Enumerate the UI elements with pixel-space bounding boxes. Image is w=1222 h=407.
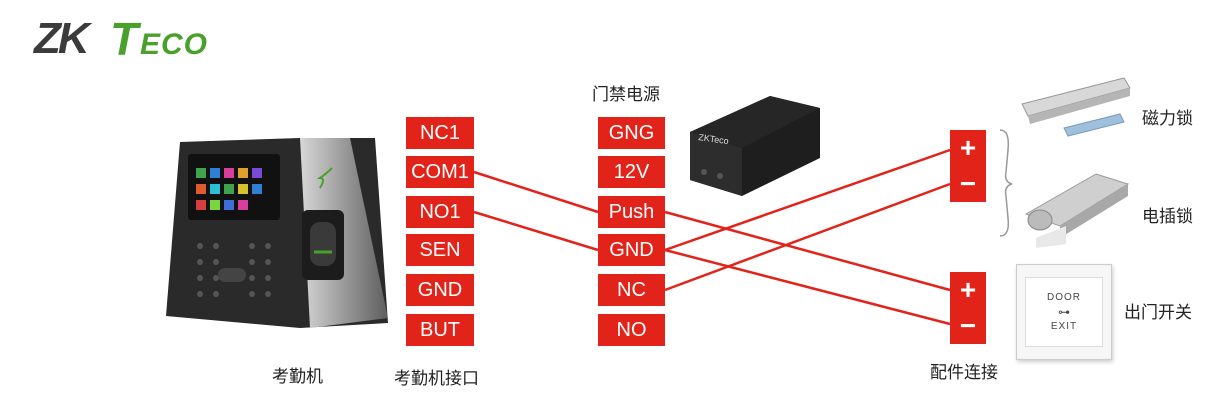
electric-bolt-lock-image — [1024, 173, 1130, 248]
lock-minus-terminal: − — [950, 166, 986, 202]
logo-eco-text: ECO — [140, 28, 209, 61]
power-label: 门禁电源 — [592, 85, 660, 105]
attendance-terminal-image — [166, 138, 388, 328]
terminal-pin-gnd: GND — [406, 274, 474, 306]
power-pin-12v: 12V — [598, 156, 665, 188]
logo-zk-text: ZK — [34, 14, 90, 63]
wire-com1-push — [473, 170, 599, 214]
exit-button-face: DOOR ⊶ EXIT — [1025, 277, 1103, 347]
exit-switch-label: 出门开关 — [1124, 303, 1192, 323]
boltlock-label: 电插锁 — [1142, 207, 1193, 227]
wire-gnd-exit-minus — [664, 248, 951, 326]
wire-nc-lock-minus — [664, 182, 951, 292]
accessory-label: 配件连接 — [930, 363, 998, 383]
power-pin-no: NO — [598, 314, 665, 346]
exit-button-door-text: DOOR — [1047, 292, 1081, 303]
power-supply-image: ZKTeco — [690, 96, 820, 196]
lock-brace — [999, 129, 1013, 237]
logo-t-text: T — [110, 13, 139, 65]
power-pin-gng: GNG — [598, 117, 665, 149]
maglock-label: 磁力锁 — [1142, 109, 1193, 129]
terminal-pin-sen: SEN — [406, 234, 474, 266]
magnetic-lock-image — [1021, 77, 1131, 137]
wire-gnd-lock-plus — [664, 148, 951, 252]
terminal-pin-no1: NO1 — [406, 196, 474, 228]
interface-label: 考勤机接口 — [394, 369, 479, 389]
exit-button-exit-text: EXIT — [1050, 321, 1078, 332]
power-pin-nc: NC — [598, 274, 665, 306]
exit-switch-image: DOOR ⊶ EXIT — [1016, 264, 1112, 360]
power-pin-push: Push — [598, 196, 665, 228]
power-pin-gnd: GND — [598, 234, 665, 266]
terminal-pin-nc1: NC1 — [406, 117, 474, 149]
terminal-label: 考勤机 — [272, 367, 323, 387]
wire-no1-gnd — [473, 210, 599, 252]
terminal-pin-but: BUT — [406, 314, 474, 346]
wire-push-exit-plus — [664, 210, 951, 292]
power-box-logo-text: ZKTeco — [698, 132, 730, 146]
terminal-pin-com1: COM1 — [406, 156, 474, 188]
exit-plus-terminal: + — [950, 272, 986, 308]
exit-minus-terminal: − — [950, 308, 986, 344]
key-icon: ⊶ — [1058, 305, 1070, 319]
lock-plus-terminal: + — [950, 130, 986, 166]
